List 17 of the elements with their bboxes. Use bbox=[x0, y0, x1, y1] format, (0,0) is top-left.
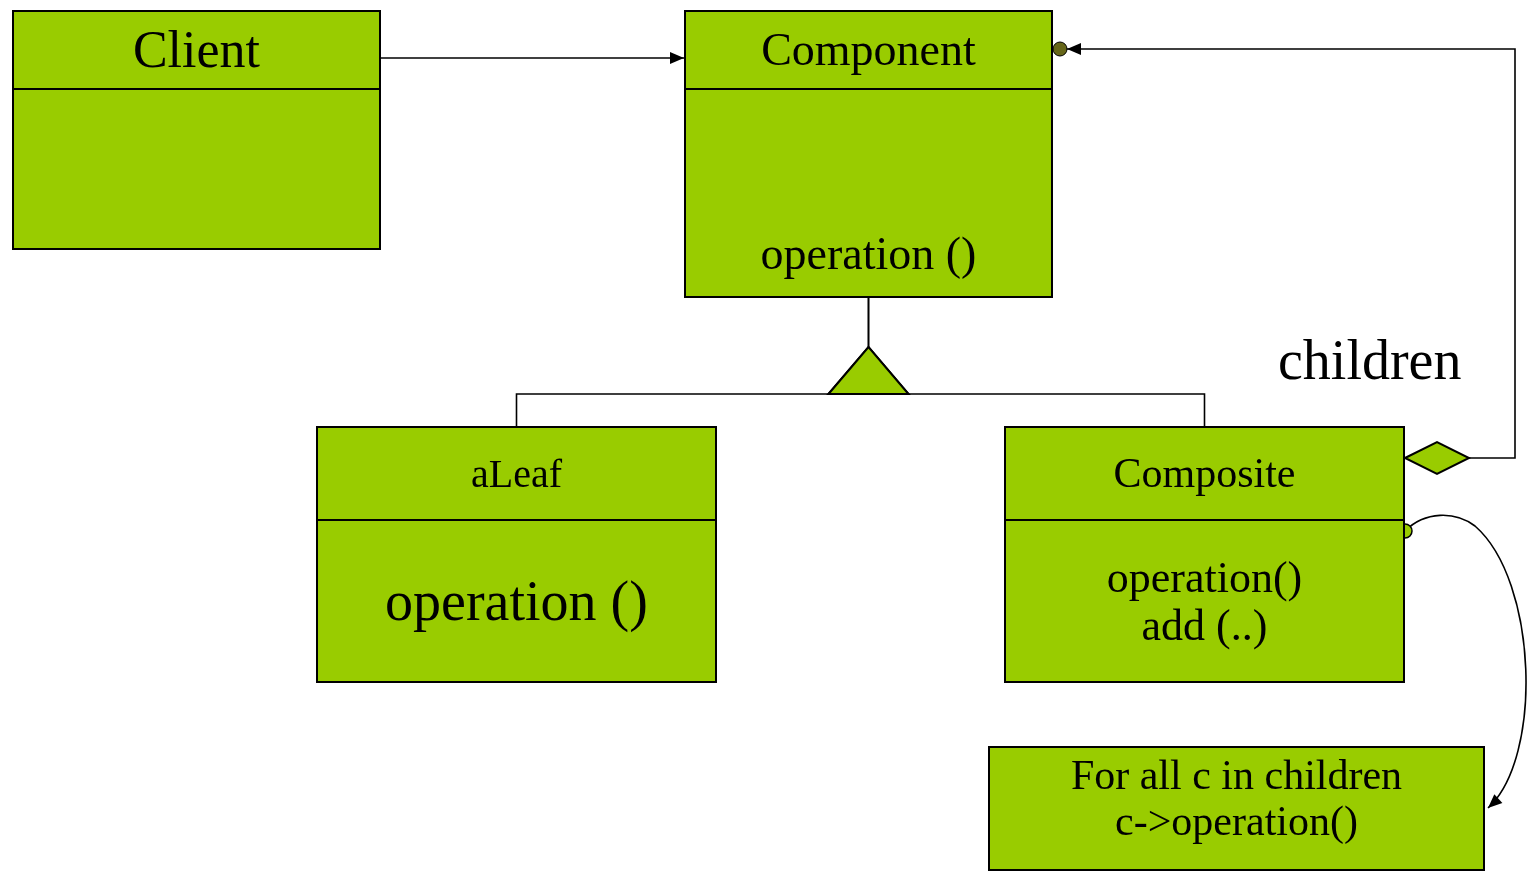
class-box bbox=[684, 10, 1053, 298]
class-name: Component bbox=[761, 24, 976, 76]
association-arrow bbox=[380, 52, 685, 64]
class-name: Composite bbox=[1113, 450, 1296, 497]
role-label: children bbox=[1278, 330, 1462, 392]
class-name: aLeaf bbox=[471, 451, 562, 496]
note-box bbox=[988, 746, 1485, 871]
aggregation-arrow bbox=[1052, 41, 1516, 475]
method-list: operation () bbox=[385, 571, 648, 633]
class-box bbox=[316, 426, 717, 683]
method-list: operation() add (..) bbox=[1074, 553, 1335, 651]
inheritance-line bbox=[827, 297, 1206, 427]
method-list: operation () bbox=[760, 229, 977, 280]
class-box bbox=[12, 10, 381, 250]
class-box bbox=[1004, 426, 1405, 683]
class-name: Client bbox=[132, 21, 261, 79]
note-text: For all c in children c->operation() bbox=[1069, 752, 1404, 845]
